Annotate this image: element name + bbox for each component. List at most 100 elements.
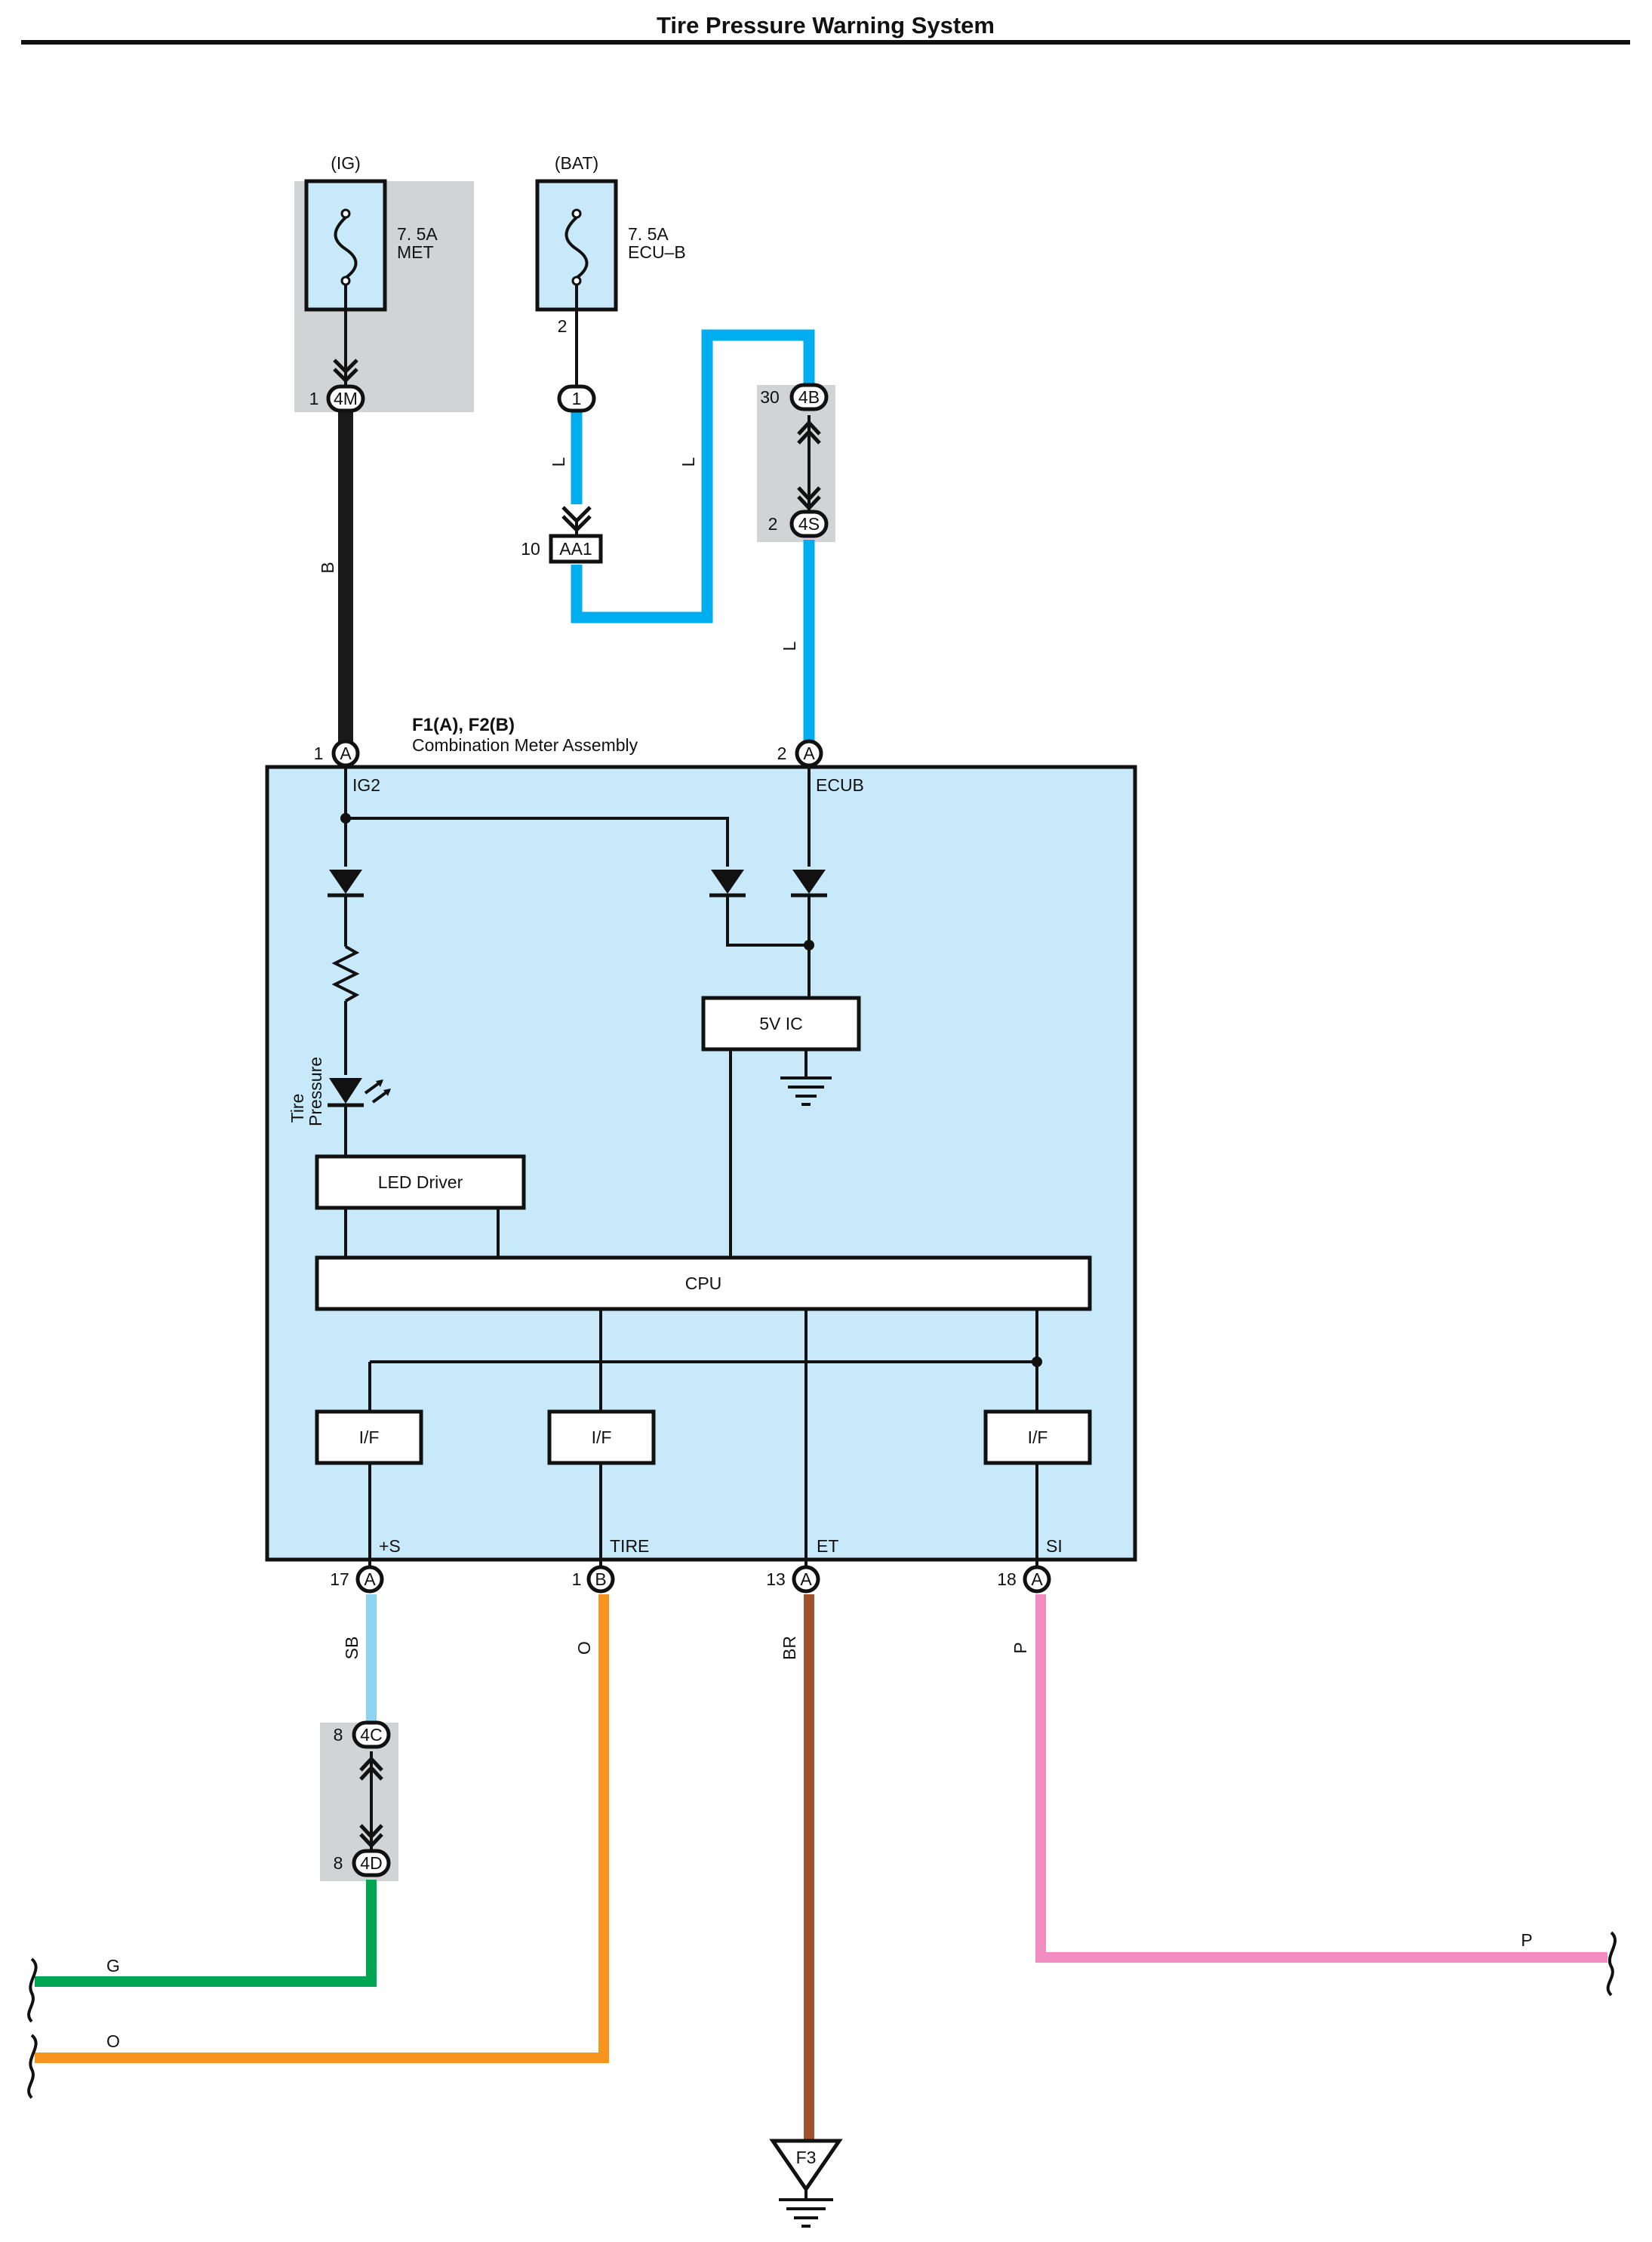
ground-point-f3-id: F3 [796, 2148, 817, 2167]
wire-b-label: B [318, 562, 337, 573]
interface-if3-label: I/F [1028, 1427, 1048, 1447]
arrow-4d [359, 1824, 383, 1849]
meter-pin-s [355, 1565, 384, 1594]
wire-p-label: P [1011, 1642, 1030, 1653]
meter-pin-ecub-label: ECUB [816, 775, 864, 795]
resistor-icon [331, 945, 360, 1002]
diode-ecub-ic [792, 870, 826, 894]
wire-p-end-label: P [1521, 1930, 1532, 1950]
connector-1-id: 1 [572, 389, 582, 408]
meter-pin-si [1023, 1565, 1051, 1594]
wire-break-right-p [1606, 1931, 1617, 1997]
arrow-4m [333, 359, 358, 383]
meter-pin-tire-conn: B [595, 1569, 606, 1589]
meter-pin-et-num: 13 [766, 1569, 786, 1589]
bat-fuse-element [565, 216, 589, 279]
wire-br-label: BR [780, 1636, 799, 1660]
ic-5v-label: 5V IC [759, 1014, 803, 1033]
bat-fuse-rating: 7. 5A [628, 224, 669, 244]
cpu [315, 1255, 1092, 1311]
bat-fuse-pin: 2 [558, 316, 568, 336]
connector-4c-pin: 8 [334, 1725, 343, 1745]
meter-pin-ig2-label: IG2 [352, 775, 380, 795]
indicator-label-1: Tire [288, 1094, 307, 1123]
meter-pin-et [792, 1565, 820, 1594]
connector-4m [326, 384, 365, 413]
meter-pin-ig2-num: 1 [314, 744, 324, 763]
led-driver [315, 1154, 526, 1210]
connector-4m-pin: 1 [309, 389, 319, 408]
connector-4b [789, 383, 829, 411]
meter-pin-s-num: 17 [330, 1569, 349, 1589]
connector-4c [352, 1720, 391, 1749]
meter-pin-ecub-num: 2 [777, 744, 787, 763]
bat-fuse-terminal-top [571, 208, 582, 219]
wire-sb-label: SB [342, 1637, 361, 1660]
bat-fuse-name: ECU–B [628, 242, 686, 262]
connector-aa1-id: AA1 [559, 539, 592, 559]
bat-fuse-terminal-bottom [571, 276, 582, 286]
cpu-bus-junction [1032, 1357, 1042, 1367]
meter-pin-si-conn: A [1031, 1569, 1043, 1589]
wire-o-end-label: O [106, 2031, 120, 2051]
ground-point-f3 [769, 2139, 843, 2193]
wire-l-3-label: L [780, 641, 799, 651]
ic-ground-icon [780, 1076, 832, 1106]
wire-break-left-o [27, 2034, 38, 2099]
cpu-label: CPU [685, 1273, 722, 1293]
ig-source-label: (IG) [331, 153, 361, 173]
indicator-label-2: Pressure [306, 1057, 325, 1126]
meter-pin-si-num: 18 [997, 1569, 1017, 1589]
led-driver-label: LED Driver [378, 1172, 463, 1192]
wire-o [35, 1594, 609, 2063]
meter-pin-si-label: SI [1046, 1536, 1063, 1556]
interface-if1 [315, 1409, 423, 1465]
ig-fuse-rating: 7. 5A [397, 224, 438, 244]
wire-o-label: O [574, 1641, 594, 1655]
connector-4b-id: 4B [798, 387, 820, 407]
meter-pin-s-label: +S [379, 1536, 401, 1556]
meter-name: Combination Meter Assembly [412, 735, 638, 755]
diode-ig2-led [329, 870, 362, 894]
wire-g-end-label: G [106, 1956, 120, 1976]
connector-aa1 [549, 534, 603, 564]
diode-ig2-ic [711, 870, 744, 894]
connector-4m-id: 4M [334, 389, 358, 408]
wire-p [1035, 1594, 1607, 1963]
diode-merge-line [726, 897, 809, 947]
arrow-4c [359, 1756, 383, 1781]
connector-4c-id: 4C [360, 1725, 382, 1745]
meter-pin-et-conn: A [800, 1569, 812, 1589]
connector-4s-id: 4S [798, 514, 820, 534]
wire-l-2 [571, 329, 815, 624]
meter-pin-ig2-conn: A [340, 744, 352, 763]
arrow-4s [797, 486, 821, 511]
meter-pin-ecub-conn: A [803, 744, 815, 763]
interface-if2-label: I/F [592, 1427, 612, 1447]
wire-l-1-label: L [549, 457, 568, 467]
arrow-4b [797, 420, 821, 445]
connector-aa1-pin: 10 [521, 539, 540, 559]
meter-code: F1(A), F2(B) [412, 715, 515, 735]
meter-pin-et-label: ET [817, 1536, 838, 1556]
meter-pin-tire-num: 1 [572, 1569, 582, 1589]
bat-source-label: (BAT) [555, 153, 598, 173]
led-icon [329, 1078, 362, 1104]
led-light-rays-icon [364, 1079, 391, 1104]
ig-fuse-terminal-bottom [340, 276, 351, 286]
connector-4d-pin: 8 [334, 1853, 343, 1873]
ig2-to-ic-line [346, 817, 729, 867]
diagram-title: Tire Pressure Warning System [657, 12, 995, 38]
wire-g [35, 1880, 377, 1987]
meter-pin-s-conn: A [364, 1569, 376, 1589]
connector-4d [352, 1849, 391, 1877]
ic-junction [804, 940, 814, 950]
ig-fuse-terminal-top [340, 208, 351, 219]
connector-4b-pin: 30 [760, 387, 780, 407]
wire-l-2-label: L [678, 457, 698, 467]
wire-break-left-g [27, 1957, 38, 2023]
connector-4d-id: 4D [360, 1853, 382, 1873]
ig-fuse-name: MET [397, 242, 434, 262]
connector-4s [789, 510, 829, 538]
